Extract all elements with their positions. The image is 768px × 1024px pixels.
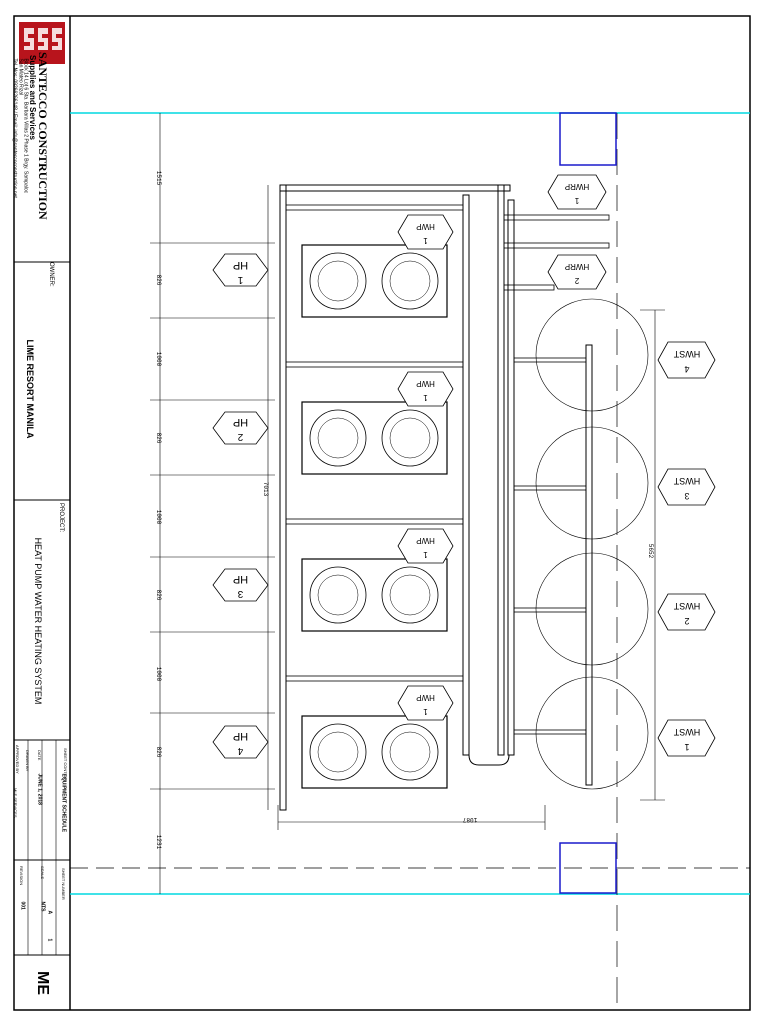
hwst-tag-3: 3 HWST xyxy=(663,471,711,503)
dim-hp1: 826 xyxy=(155,274,162,286)
hwrp-tag-hexagons xyxy=(547,174,607,290)
hp-tag-label: HP xyxy=(232,416,249,428)
hwp-tag-label: HWP xyxy=(416,222,435,231)
hp-tag-label: HP xyxy=(232,259,249,271)
date-value: JUNE 1, 2018 xyxy=(36,773,43,805)
hwst-tag-1: 1 HWST xyxy=(663,722,711,754)
project-label: PROJECT: xyxy=(58,503,64,533)
dim-hp4: 826 xyxy=(155,746,162,758)
dim-hp3: 826 xyxy=(155,589,162,601)
column-bottom xyxy=(559,842,617,894)
hwrp-tag-num: 2 xyxy=(574,276,580,285)
hp-tag-num: 1 xyxy=(237,274,244,285)
hp-tag-num: 3 xyxy=(237,588,244,599)
hwst-tag-label: HWST xyxy=(673,349,701,359)
dim-tank-span: 5652 xyxy=(647,543,654,559)
hwp-tag-num: 1 xyxy=(423,236,428,245)
drawn-label: DRAWN BY xyxy=(25,750,30,772)
hwrp-tag-1: 1 HWRP xyxy=(553,177,601,207)
hp-tag-hexagons xyxy=(212,253,269,759)
owner-label: OWNER: xyxy=(48,262,54,287)
hwst-tag-2: 2 HWST xyxy=(663,596,711,628)
outer-border xyxy=(13,15,751,1011)
dim-gap2: 1000 xyxy=(155,509,162,525)
hwst-tag-num: 4 xyxy=(684,364,690,374)
hwp-tag-label: HWP xyxy=(416,379,435,388)
scale-value: NTS xyxy=(39,901,46,912)
hp-tag-label: HP xyxy=(232,730,249,742)
column-top xyxy=(559,112,617,166)
sheet-number-label: SHEET NUMBER xyxy=(61,868,66,900)
hwst-tag-label: HWST xyxy=(673,727,701,737)
hwst-tag-num: 3 xyxy=(684,491,690,501)
dim-width: 1087 xyxy=(462,816,478,823)
heat-pump-unit-2 xyxy=(301,401,448,475)
dim-top: 1515 xyxy=(155,170,162,186)
hp-tag-num: 4 xyxy=(237,745,244,756)
company-logo xyxy=(19,22,65,64)
hwst-tag-label: HWST xyxy=(673,476,701,486)
hp-tag-2: 2 HP xyxy=(218,413,263,443)
dim-overall: 7013 xyxy=(262,481,269,497)
hwst-tag-4: 4 HWST xyxy=(663,344,711,376)
hwp-tag-num: 1 xyxy=(423,393,428,402)
revision-value: 001 xyxy=(19,901,26,910)
hwp-tag-3: 1 HWP xyxy=(403,531,448,561)
sheet-content: EQUIPMENT SCHEDULE xyxy=(60,773,67,833)
approved-value: MLE SERVICES xyxy=(13,788,18,818)
heat-pump-unit-4 xyxy=(301,715,448,789)
heat-pump-units xyxy=(301,244,448,789)
dimension-lines xyxy=(150,113,665,894)
branch-piping xyxy=(285,204,610,735)
sheet-total: 1 xyxy=(46,938,53,942)
hp-tag-1: 1 HP xyxy=(218,256,263,286)
sheet-a: A xyxy=(46,910,53,915)
hwp-tag-2: 1 HWP xyxy=(403,374,448,404)
hwst-tag-label: HWST xyxy=(673,601,701,611)
hwp-tag-label: HWP xyxy=(416,693,435,702)
heat-pump-unit-1 xyxy=(301,244,448,318)
hp-tag-4: 4 HP xyxy=(218,727,263,757)
hwrp-tag-2: 2 HWRP xyxy=(553,257,601,287)
hwp-tag-num: 1 xyxy=(423,550,428,559)
dim-gap1: 1000 xyxy=(155,351,162,367)
owner-name: LIME RESORT MANILA xyxy=(25,339,35,439)
discipline-code: ME xyxy=(34,971,51,995)
hwst-tag-num: 2 xyxy=(684,616,690,626)
revision-label: REVISION xyxy=(19,866,24,886)
approved-label: APPROVED BY xyxy=(15,745,20,774)
dim-gap3: 1000 xyxy=(155,666,162,682)
dim-bottom: 1231 xyxy=(155,834,162,850)
hwrp-tag-label: HWRP xyxy=(564,262,590,271)
hp-tag-3: 3 HP xyxy=(218,570,263,600)
hwp-tag-label: HWP xyxy=(416,536,435,545)
project-name: HEAT PUMP WATER HEATING SYSTEM xyxy=(33,537,43,705)
company-contact: Tel. Nos: 09266266148 / Email: info@sant… xyxy=(11,58,18,198)
hwp-tag-1: 1 HWP xyxy=(403,217,448,247)
storage-tanks xyxy=(535,298,649,790)
heat-pump-unit-3 xyxy=(301,558,448,632)
company-subname: Supplies and Services xyxy=(28,55,37,140)
hwrp-tag-label: HWRP xyxy=(564,182,590,191)
hwst-tag-num: 1 xyxy=(684,742,690,752)
hp-tag-num: 2 xyxy=(237,431,244,442)
scale-label: SCALE xyxy=(40,866,45,880)
company-name: SANTECCO CONSTRUCTION xyxy=(36,52,50,220)
hwp-tag-num: 1 xyxy=(423,707,428,716)
hwrp-tag-num: 1 xyxy=(574,196,580,205)
hwst-tag-hexagons xyxy=(657,341,716,757)
hwp-tag-4: 1 HWP xyxy=(403,688,448,718)
piping-headers xyxy=(279,184,593,811)
hwp-tag-hexagons xyxy=(397,214,454,721)
hp-tag-label: HP xyxy=(232,573,249,585)
company-address-2: San Mateo Rizal xyxy=(17,58,24,96)
title-block-grid xyxy=(14,261,70,956)
dim-hp2: 826 xyxy=(155,432,162,444)
